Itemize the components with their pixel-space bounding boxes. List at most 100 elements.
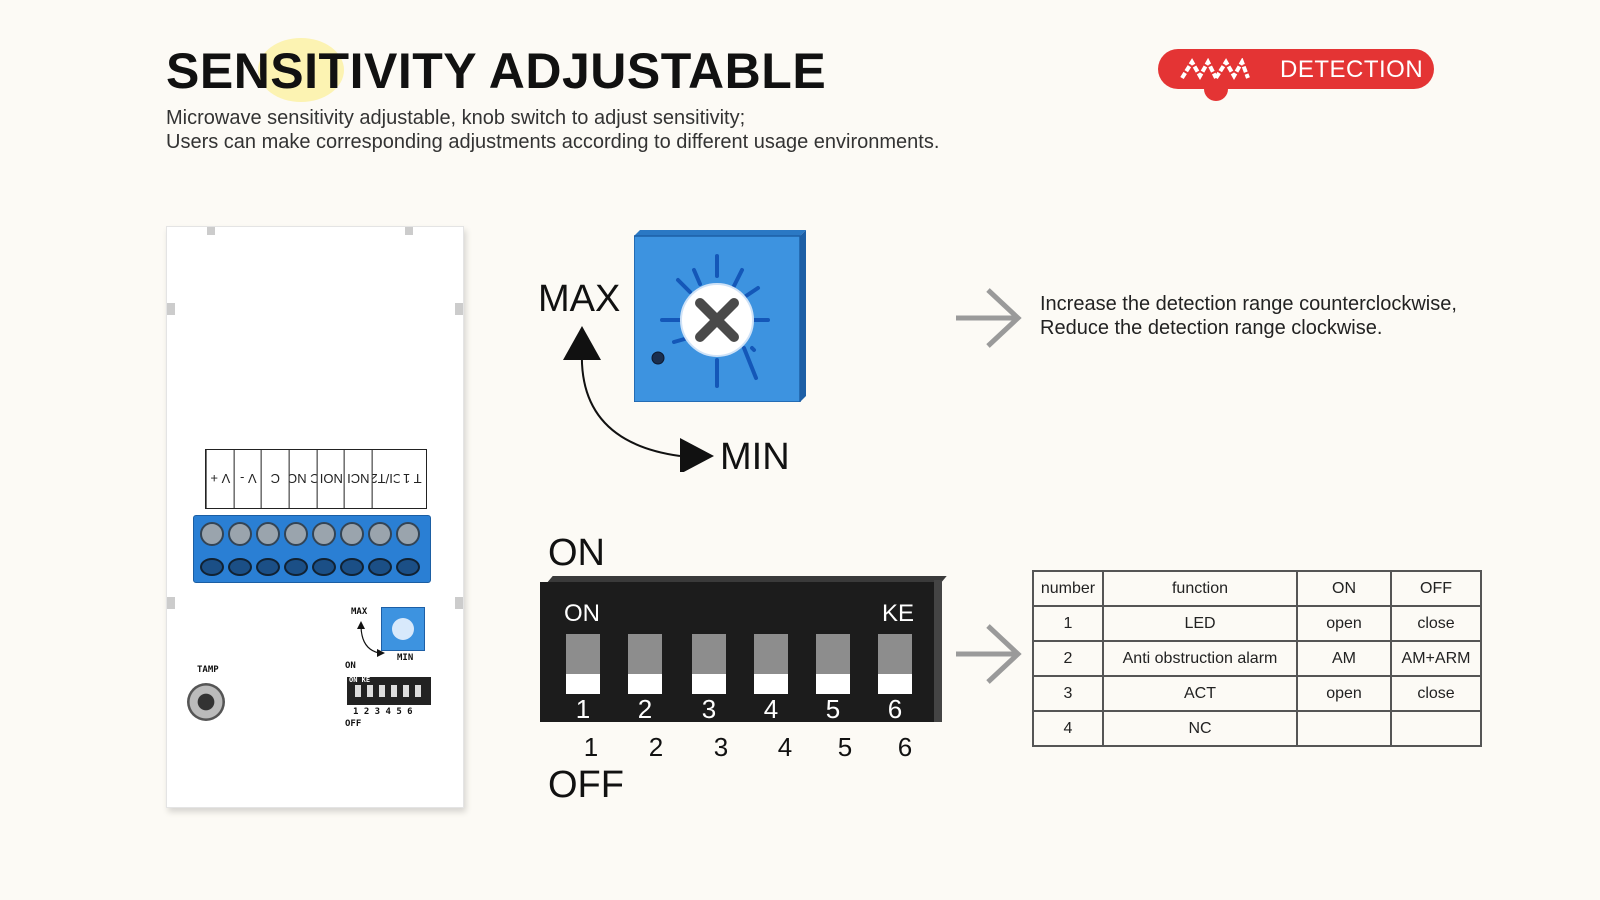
device-dip-off-label: OFF: [345, 719, 362, 729]
table-row: 4 NC: [1032, 710, 1482, 747]
device-tab: [167, 597, 175, 609]
dip-toggle-4[interactable]: [754, 634, 788, 694]
terminal-label: NOI: [316, 450, 345, 508]
device-dip-top-labels: ON KE: [349, 676, 371, 684]
table-cell: NC: [1102, 710, 1298, 747]
device-dip-switch[interactable]: ON KE: [347, 676, 431, 705]
device-dip-on-label: ON: [345, 661, 356, 671]
table-cell: ACT: [1102, 675, 1298, 712]
table-cell: [1390, 710, 1482, 747]
terminal-screw: [340, 522, 364, 546]
dip-toggle-2[interactable]: [628, 634, 662, 694]
title-highlight: [258, 38, 344, 102]
knob-led: [651, 351, 665, 365]
table-cell: 4: [1032, 710, 1104, 747]
brand-logo-icon: [1180, 58, 1250, 81]
dip-toggle-knob: [754, 634, 788, 674]
device-tab: [455, 303, 463, 315]
device-dip-toggle[interactable]: [415, 685, 421, 697]
dip-inner-ke-label: KE: [882, 600, 915, 627]
table-cell: 2: [1032, 640, 1104, 677]
device-knob-max-label: MAX: [351, 607, 368, 617]
device-dip-toggle[interactable]: [391, 685, 397, 697]
dip-toggle-1[interactable]: [566, 634, 600, 694]
table-header-cell: number: [1032, 570, 1104, 607]
table-row: 3 ACT open close: [1032, 675, 1482, 712]
terminal-socket: [340, 558, 364, 576]
terminal-socket: [284, 558, 308, 576]
table-row: 2 Anti obstruction alarm AM AM+ARM: [1032, 640, 1482, 677]
device-dip-toggle[interactable]: [355, 685, 361, 697]
knob-instruction-line-1: Increase the detection range countercloc…: [1040, 293, 1457, 315]
tamper-switch[interactable]: [187, 683, 225, 721]
dip-toggle-5[interactable]: [816, 634, 850, 694]
device-tab: [405, 227, 413, 235]
dip-position-number: 2: [648, 732, 664, 762]
table-cell: close: [1390, 605, 1482, 642]
terminal-screw: [200, 522, 224, 546]
table-cell: close: [1390, 675, 1482, 712]
dip-switch-number: 1: [575, 694, 591, 724]
terminal-label: V -: [233, 450, 262, 508]
terminal-label: T 1: [403, 471, 422, 487]
device-knob-dial: [392, 618, 414, 640]
terminal-label: C: [261, 450, 289, 508]
dip-position-number: 3: [713, 732, 729, 762]
terminal-socket: [256, 558, 280, 576]
device-dip-numbers: 1 2 3 4 5 6: [353, 707, 413, 717]
terminal-label: NCI: [344, 450, 372, 508]
terminal-socket: [368, 558, 392, 576]
terminal-label-strip: V + V - C C NO NOI NCI CI/T2 T 1: [205, 449, 427, 509]
device-sensitivity-knob[interactable]: [381, 607, 425, 651]
device-dip-toggle[interactable]: [403, 685, 409, 697]
arrow-right-icon: [956, 288, 1022, 348]
dip-off-label: OFF: [548, 764, 624, 806]
brand-label: DETECTION: [1280, 56, 1424, 83]
dip-function-table: number function ON OFF 1 LED open close …: [1032, 570, 1482, 747]
dip-position-number: 4: [777, 732, 793, 762]
knob-instructions: Increase the detection range countercloc…: [1040, 292, 1457, 340]
dip-switch-number: 3: [701, 694, 717, 724]
terminal-socket: [228, 558, 252, 576]
dip-toggle-knob: [878, 634, 912, 674]
terminal-screw: [368, 522, 392, 546]
description-line-1: Microwave sensitivity adjustable, knob s…: [166, 107, 746, 129]
terminal-socket: [200, 558, 224, 576]
dip-toggle-knob: [628, 634, 662, 674]
terminal-label: C NO: [288, 450, 317, 508]
table-header-cell: OFF: [1390, 570, 1482, 607]
sensitivity-knob[interactable]: [634, 230, 806, 402]
table-row: 1 LED open close: [1032, 605, 1482, 642]
table-header-row: number function ON OFF: [1032, 570, 1482, 607]
device-dip-toggle[interactable]: [367, 685, 373, 697]
dip-toggle-6[interactable]: [878, 634, 912, 694]
knob-instruction-line-2: Reduce the detection range clockwise.: [1040, 317, 1383, 339]
dip-toggle-knob: [566, 634, 600, 674]
table-cell: open: [1296, 675, 1392, 712]
terminal-screw: [396, 522, 420, 546]
device-knob-arrow-icon: [357, 621, 385, 657]
device-panel: V + V - C C NO NOI NCI CI/T2 T 1 MAX MIN…: [166, 226, 464, 808]
terminal-screw: [256, 522, 280, 546]
dip-switch-number: 2: [637, 694, 653, 724]
rotation-arrow-icon: [563, 326, 714, 472]
device-dip-toggle[interactable]: [379, 685, 385, 697]
dip-switch-number: 6: [887, 694, 903, 724]
dip-switch-side-face: [934, 580, 942, 722]
table-cell: [1296, 710, 1392, 747]
dip-toggle-3[interactable]: [692, 634, 726, 694]
terminal-screw: [228, 522, 252, 546]
terminal-socket: [396, 558, 420, 576]
table-cell: LED: [1102, 605, 1298, 642]
dip-position-number: 6: [897, 732, 913, 762]
knob-min-label: MIN: [720, 436, 790, 478]
table-cell: AM: [1296, 640, 1392, 677]
dip-position-number: 1: [583, 732, 599, 762]
terminal-screw: [284, 522, 308, 546]
arrow-right-icon: [956, 624, 1022, 684]
dip-on-label: ON: [548, 532, 605, 574]
table-cell: open: [1296, 605, 1392, 642]
dip-toggle-knob: [816, 634, 850, 674]
terminal-label: CI/T2: [371, 450, 400, 508]
dip-toggle-knob: [692, 634, 726, 674]
